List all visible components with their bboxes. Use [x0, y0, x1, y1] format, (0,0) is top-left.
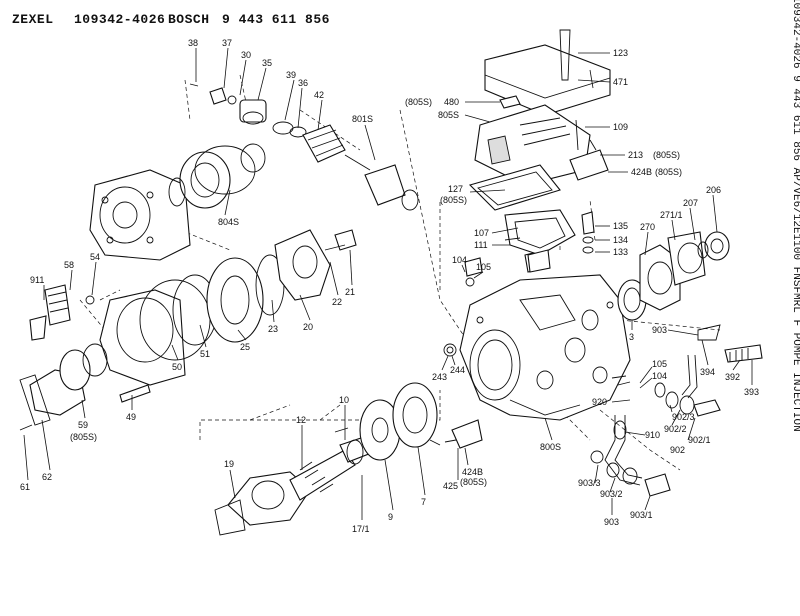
part-label: 902/2 [664, 424, 687, 434]
part-label: 12 [296, 415, 306, 425]
part-label: 902/3 [672, 412, 695, 422]
part-label: 903 [652, 325, 667, 335]
part-label: (805S) [405, 97, 432, 107]
part-label: 107 [474, 228, 489, 238]
part-label: 25 [240, 342, 250, 352]
part-label: 804S [218, 217, 239, 227]
part-label: 109 [613, 122, 628, 132]
solenoid-valve-assembly [19, 284, 151, 431]
part-label: (805S) [655, 167, 682, 177]
part-label: 805S [438, 110, 459, 120]
part-label: 58 [64, 260, 74, 270]
part-label: 471 [613, 77, 628, 87]
part-label: 800S [540, 442, 561, 452]
part-label: 801S [352, 114, 373, 124]
part-label: 903 [604, 517, 619, 527]
part-label: 36 [298, 78, 308, 88]
drive-shaft-assembly [214, 382, 441, 536]
part-labels: 38 37 30 35 39 36 42 801S 804S 911 58 54… [20, 38, 759, 534]
part-label: 21 [345, 287, 355, 297]
header-brand: ZEXEL [12, 12, 54, 27]
part-label: 54 [90, 252, 100, 262]
part-label: 37 [222, 38, 232, 48]
part-label: 425 [443, 481, 458, 491]
part-label: 9 [388, 512, 393, 522]
part-label: 7 [421, 497, 426, 507]
sensor-plate-assembly [504, 209, 595, 273]
part-label: 480 [444, 97, 459, 107]
part-label: 244 [450, 365, 465, 375]
part-label: 23 [268, 324, 278, 334]
part-label: 392 [725, 372, 740, 382]
leader-lines [23, 47, 753, 520]
part-label: 30 [241, 50, 251, 60]
part-label: 243 [432, 372, 447, 382]
part-label: 59 [78, 420, 88, 430]
part-label: 105 [652, 359, 667, 369]
part-label: (805S) [440, 195, 467, 205]
part-label: 35 [262, 58, 272, 68]
part-label: (805S) [653, 150, 680, 160]
part-label: 903/2 [600, 489, 623, 499]
part-label: 424B [462, 467, 483, 477]
part-label: 42 [314, 90, 324, 100]
part-label: 111 [474, 240, 488, 250]
part-label: 903/3 [578, 478, 601, 488]
part-label: 206 [706, 185, 721, 195]
part-label: 123 [613, 48, 628, 58]
part-label: (805S) [70, 432, 97, 442]
part-label: 104 [652, 371, 667, 381]
part-label: 393 [744, 387, 759, 397]
part-label: 51 [200, 349, 210, 359]
part-label: 17/1 [352, 524, 370, 534]
part-label: (805S) [460, 477, 487, 487]
part-label: 910 [645, 430, 660, 440]
drive-flange-assembly [99, 229, 357, 386]
fuel-line-assembly [443, 324, 763, 497]
part-label: 10 [339, 395, 349, 405]
part-label: 20 [303, 322, 313, 332]
part-label: 207 [683, 198, 698, 208]
header-bosch-number: 9 443 611 856 [222, 12, 330, 27]
part-label: 49 [126, 412, 136, 422]
part-label: 902/1 [688, 435, 711, 445]
timer-cover-assembly [617, 231, 730, 321]
part-label: 394 [700, 367, 715, 377]
pump-housing [459, 249, 631, 421]
header-part-code: 109342-4026 [74, 12, 166, 27]
part-label: 38 [188, 38, 198, 48]
part-label: 3 [629, 332, 634, 342]
part-label: 105 [476, 262, 491, 272]
governor-cover-assembly [89, 83, 419, 261]
part-label: 39 [286, 70, 296, 80]
part-label: 134 [613, 235, 628, 245]
part-label: 127 [448, 184, 463, 194]
part-label: 911 [30, 275, 44, 285]
part-label: 61 [20, 482, 30, 492]
part-label: 62 [42, 472, 52, 482]
part-label: 104 [452, 255, 467, 265]
part-label: 270 [640, 222, 655, 232]
part-label: 133 [613, 247, 628, 257]
part-label: 902 [670, 445, 685, 455]
part-label: 22 [332, 297, 342, 307]
part-label: 135 [613, 221, 628, 231]
part-label: 19 [224, 459, 234, 469]
part-label: 424B [631, 167, 652, 177]
header-maker: BOSCH [168, 12, 210, 27]
part-label: 213 [628, 150, 643, 160]
part-label: 903/1 [630, 510, 653, 520]
part-label: 271/1 [660, 210, 683, 220]
part-label: 50 [172, 362, 182, 372]
part-label: 920 [592, 397, 607, 407]
control-unit-assembly [468, 29, 611, 211]
